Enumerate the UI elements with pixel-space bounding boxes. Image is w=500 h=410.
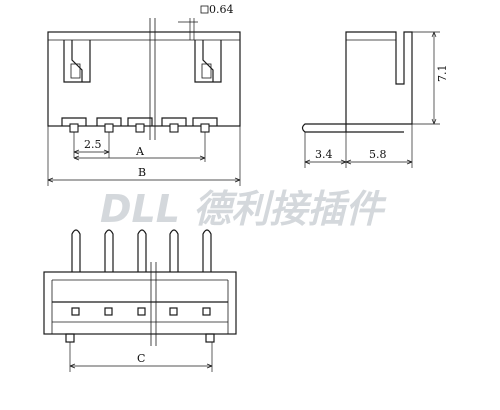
dimension-b-label: B [138, 166, 146, 179]
pin-squares [71, 307, 211, 316]
offset-dimensions: 3.4 5.8 [304, 124, 413, 168]
dimension-c: C [69, 342, 213, 372]
offset-left-label: 3.4 [315, 148, 333, 161]
housing-outline [43, 271, 237, 335]
upper-pins [71, 229, 212, 272]
front-right-latch [194, 40, 222, 83]
dimension-a: A [73, 132, 206, 162]
pin-size-callout: 0.64 [178, 3, 234, 40]
side-body-outline [345, 31, 413, 125]
pin-view: C [43, 229, 237, 372]
height-label: 7.1 [436, 65, 449, 83]
pitch-dimension: 2.5 [73, 132, 110, 158]
pitch-label: 2.5 [84, 138, 102, 151]
front-view: 0.64 2.5 A B [47, 3, 241, 186]
dimension-a-label: A [135, 145, 145, 158]
side-pin-tail [301, 123, 347, 133]
dimension-b: B [47, 126, 241, 186]
watermark-text: DLL 德利接插件 [100, 187, 387, 231]
dimension-c-label: C [137, 352, 145, 365]
height-dimension: 7.1 [412, 31, 449, 125]
front-left-latch [63, 40, 91, 83]
front-pin-cavities [61, 117, 218, 126]
front-break-lines [149, 18, 156, 140]
front-pin-ends [69, 123, 210, 133]
watermark-logo: DLL 德利接插件 [100, 187, 387, 231]
side-view: 7.1 3.4 5.8 [301, 31, 449, 168]
square-symbol-icon [200, 5, 209, 14]
pin-size-label: 0.64 [209, 3, 234, 16]
housing-feet [65, 333, 215, 343]
pin-view-break-lines [150, 262, 157, 346]
offset-right-label: 5.8 [369, 148, 387, 161]
front-body-outline [47, 31, 241, 127]
